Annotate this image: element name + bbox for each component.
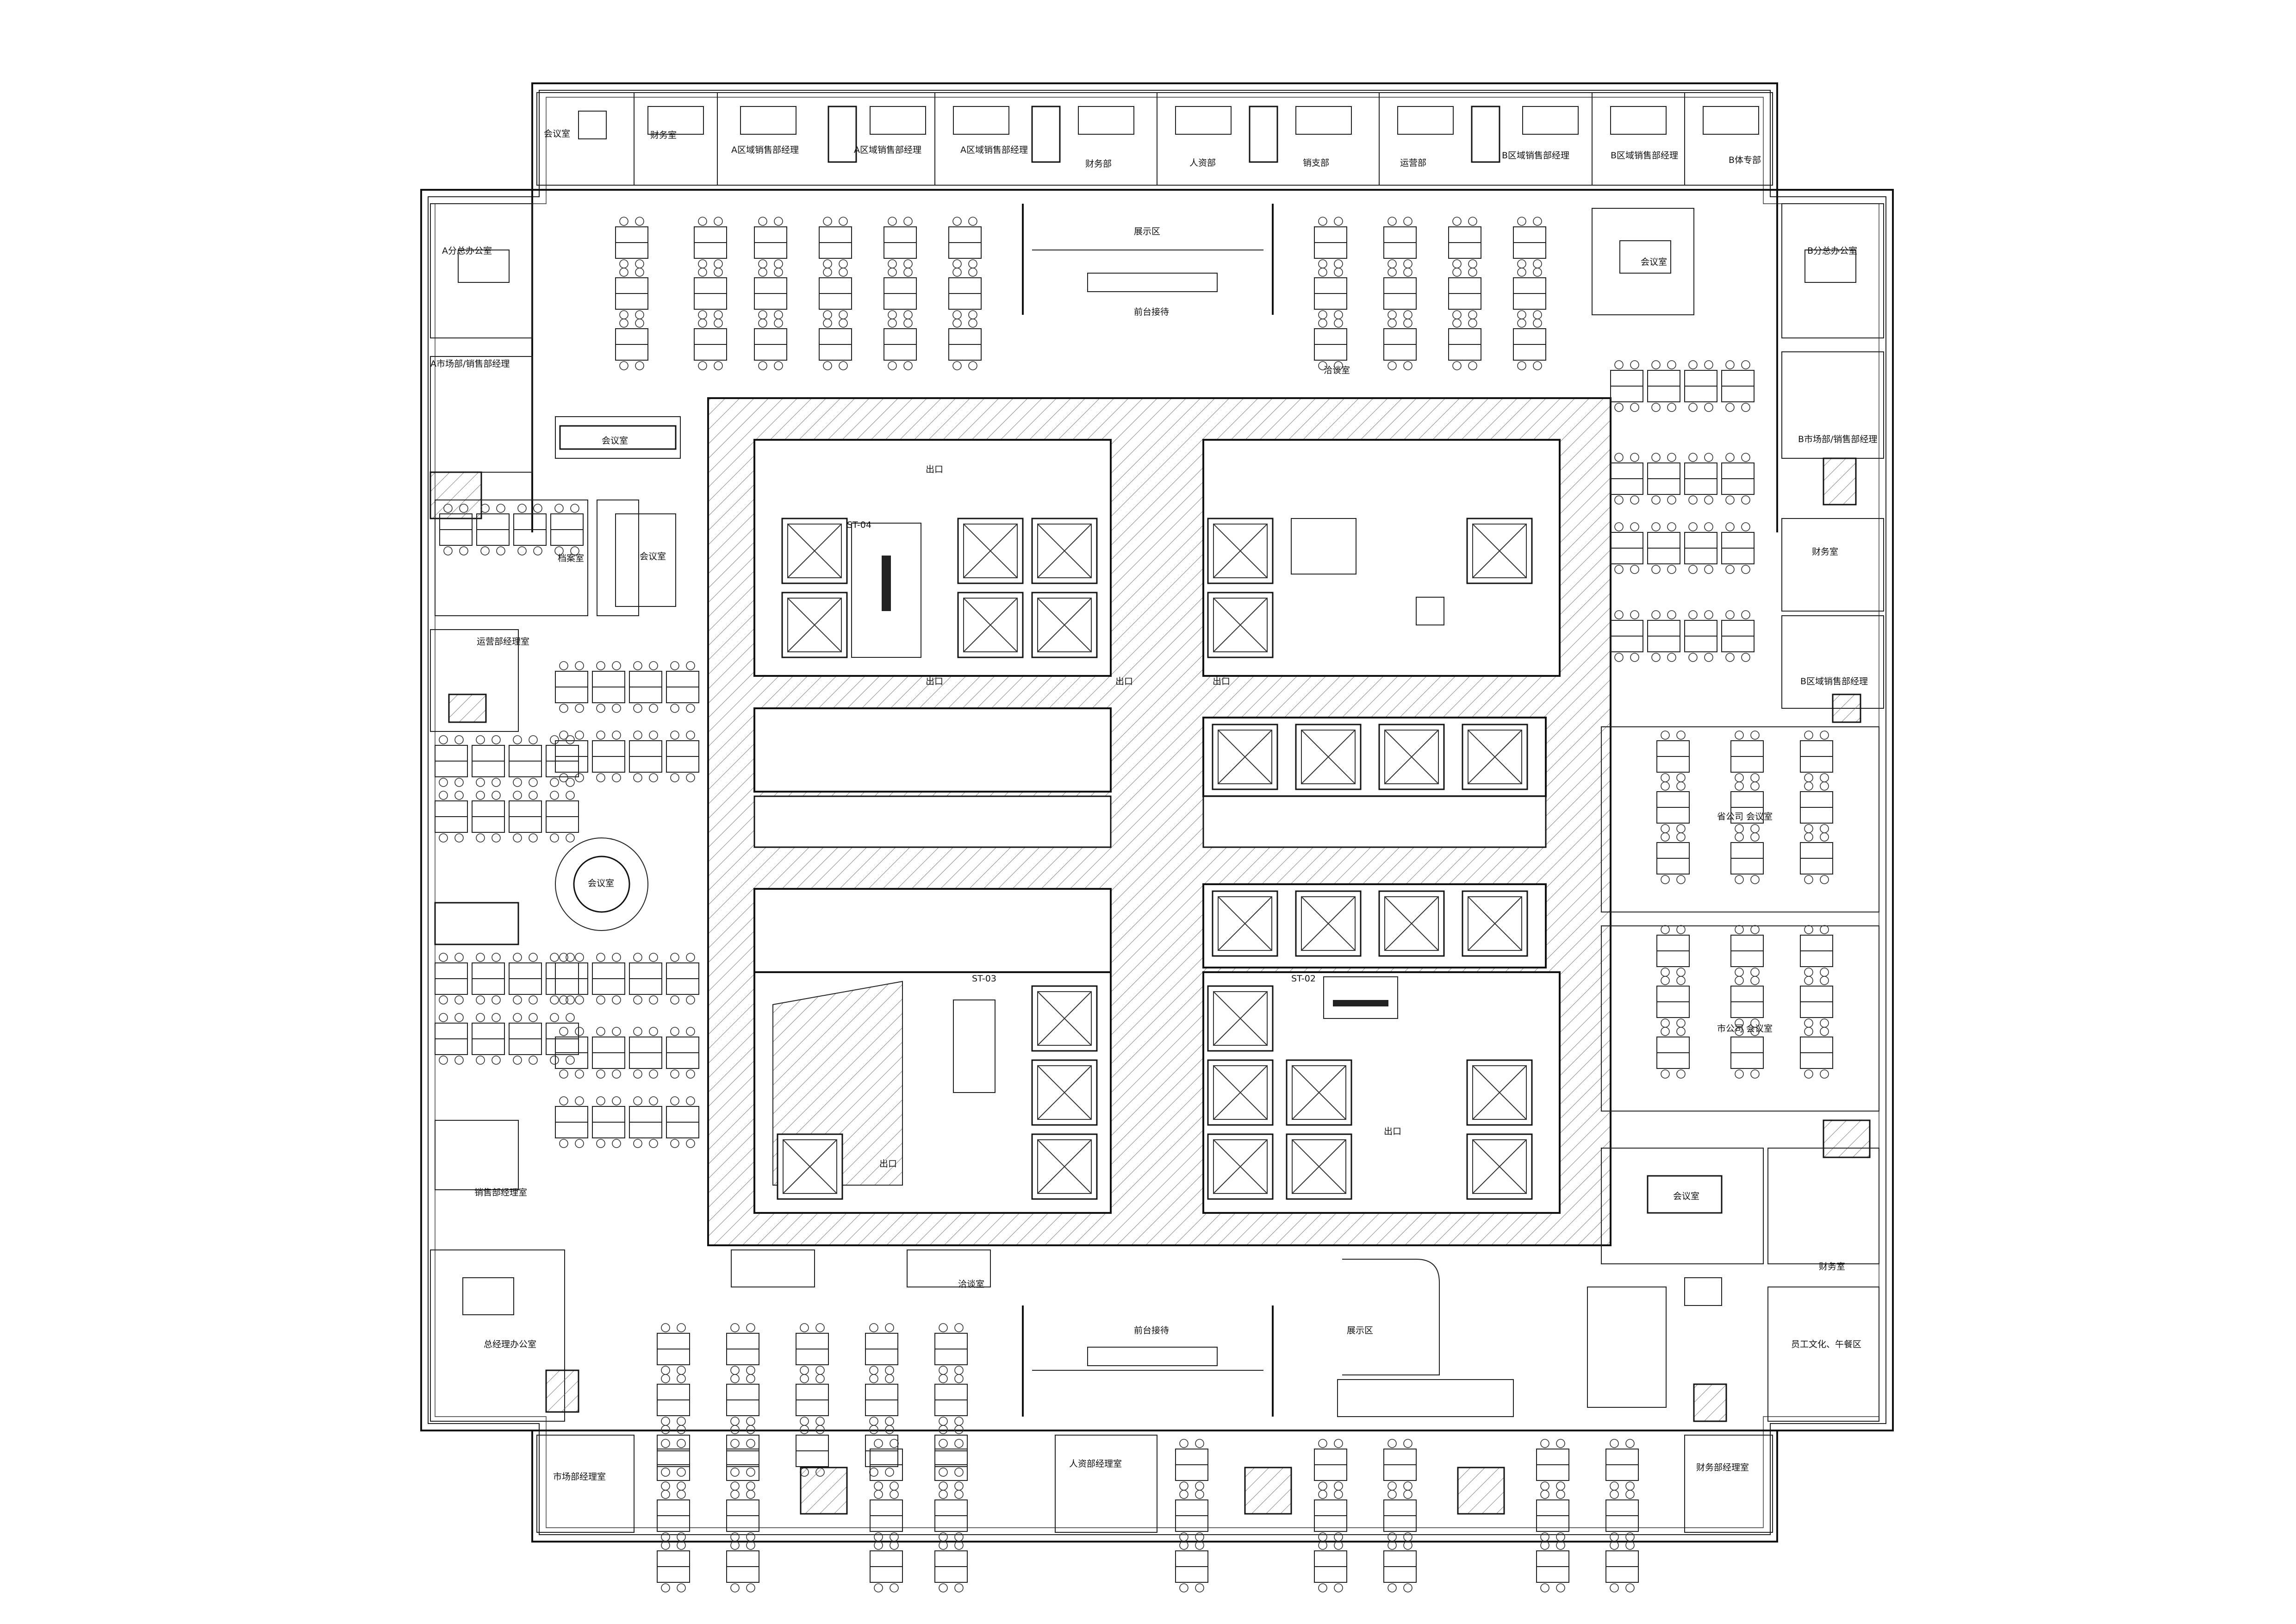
label-archive: 档案室 [558,553,584,563]
label-meeting-w2: 会议室 [640,551,666,562]
label-hr-mgr-room: 人资部经理室 [1069,1459,1122,1469]
label-a-branch-office: A分总办公室 [442,246,492,256]
label-exit-1: 出口 [926,464,943,475]
label-round-meeting: 会议室 [588,878,614,888]
label-b-market-mgr: B市场部/销售部经理 [1798,434,1877,444]
label-market-mgr-room: 市场部经理室 [553,1472,606,1482]
label-finance-mgr-room: 财务部经理室 [1696,1462,1749,1473]
label-a-market-mgr: A市场部/销售部经理 [430,359,510,369]
label-exit-6: 出口 [1384,1126,1401,1137]
label-exhibit-n: 展示区 [1134,226,1160,237]
label-exit-5: 出口 [879,1159,897,1169]
label-negotiation-n: 洽谈室 [1324,365,1350,375]
label-meeting-w: 会议室 [602,436,628,446]
label-staff-culture: 员工文化、午餐区 [1791,1339,1861,1349]
label-ops-mgr: 运营部经理室 [477,637,529,647]
label-sales-mgr-room: 销售部经理室 [474,1187,527,1198]
north-open-workspace [616,204,1694,370]
label-a-sales-mgr-1: A区域销售部经理 [731,145,799,155]
north-offices [532,92,1777,191]
label-exit-2: 出口 [926,676,943,687]
label-city-meeting: 市公司 会议室 [1717,1024,1773,1034]
label-reception-s: 前台接待 [1134,1325,1169,1336]
label-hr-dept: 人资部 [1189,158,1216,168]
label-b-special: B体专部 [1729,155,1761,165]
label-exit-3: 出口 [1115,676,1133,687]
central-core [707,397,1612,1246]
label-meeting-nw: 会议室 [544,129,570,139]
label-stair-02: ST-02 [1291,974,1316,984]
label-b-sales-mgr-2: B区域销售部经理 [1611,150,1678,161]
label-stair-03: ST-03 [972,974,996,984]
label-reception-n: 前台接待 [1134,307,1169,317]
label-sales-support: 销支部 [1303,158,1329,168]
west-rooms [429,190,699,1422]
label-exhibit-s: 展示区 [1347,1325,1373,1336]
label-finance-se: 财务室 [1819,1262,1845,1272]
label-a-sales-mgr-2: A区域销售部经理 [854,145,921,155]
south-workspace [532,1249,1777,1592]
label-gm-office: 总经理办公室 [484,1339,536,1349]
label-b-sales-mgr-1: B区域销售部经理 [1502,150,1569,161]
label-b-sales-mgr-e: B区域销售部经理 [1800,676,1868,687]
label-a-sales-mgr-3: A区域销售部经理 [960,145,1028,155]
label-finance-e: 财务室 [1812,547,1838,557]
label-finance-n: 财务室 [650,130,677,140]
label-meeting-ne: 会议室 [1641,257,1667,267]
label-finance-dept: 财务部 [1085,159,1112,169]
label-meeting-se: 会议室 [1673,1191,1699,1201]
label-ops-dept: 运营部 [1400,158,1426,168]
label-negotiation-s: 洽谈室 [958,1279,984,1289]
label-stair-04: ST-04 [847,520,871,530]
room-labels: 会议室 财务室 A区域销售部经理 A区域销售部经理 A区域销售部经理 财务部 人… [430,129,1877,1482]
east-rooms [1601,190,1884,1422]
label-prov-meeting: 省公司 会议室 [1717,812,1773,822]
label-b-branch-office: B分总办公室 [1807,246,1857,256]
label-exit-4: 出口 [1213,676,1230,687]
